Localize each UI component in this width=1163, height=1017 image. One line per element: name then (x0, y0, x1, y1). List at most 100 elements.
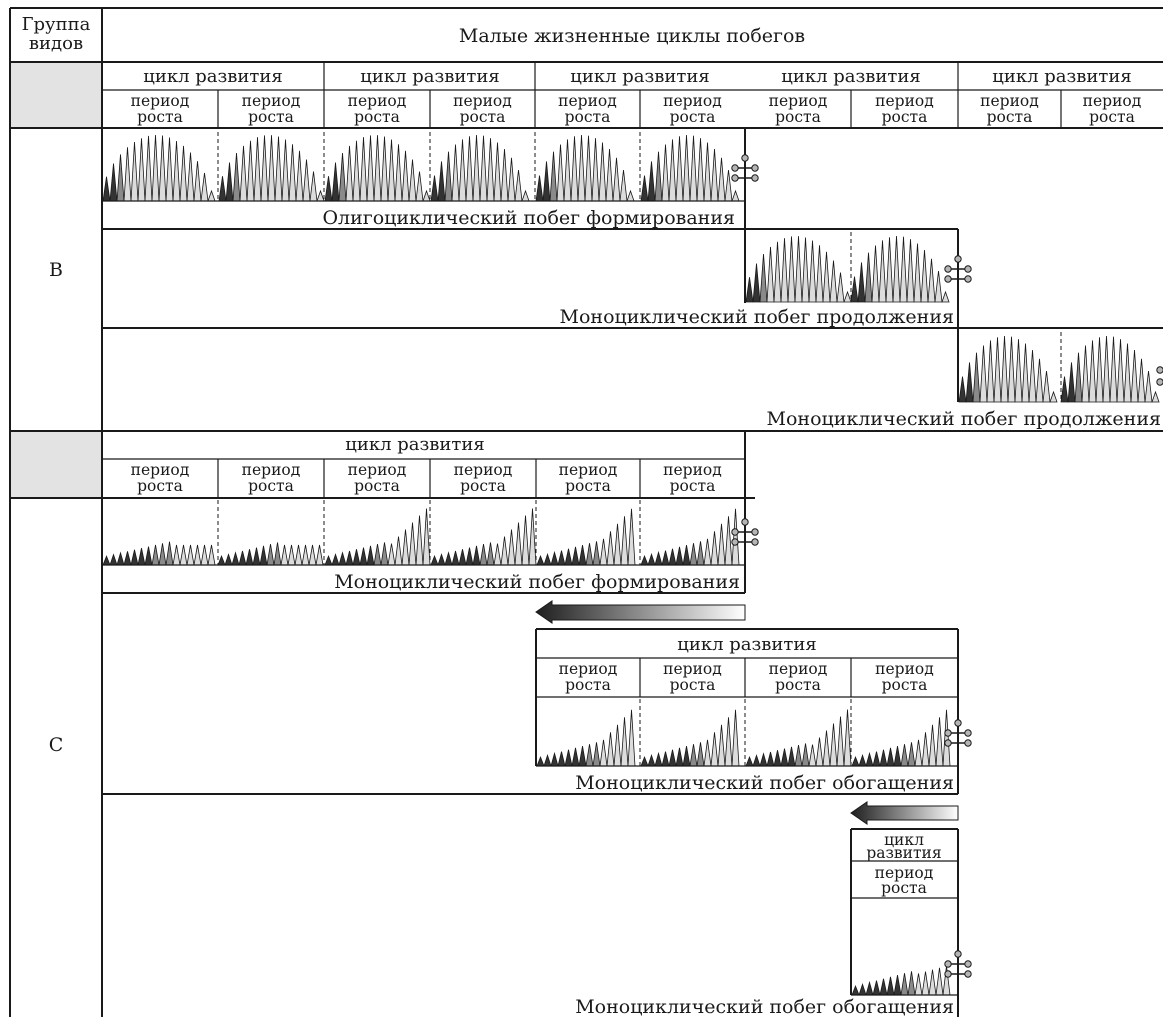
leaf-spike (717, 724, 726, 767)
group-label-c: С (49, 734, 64, 756)
leaf-spike (352, 140, 361, 202)
shoot-label-b2: Моноциклический побег продолжения (560, 306, 954, 328)
growth-period-label-line2: роста (565, 108, 611, 126)
left-arrow-icon (535, 600, 746, 624)
leaf-spike (682, 135, 691, 202)
leaf-spike (871, 245, 880, 303)
leaf-spike (661, 751, 670, 767)
leaf-spike (731, 508, 740, 566)
group-header-fill-c (10, 431, 102, 498)
leaf-spike (158, 543, 167, 566)
leaf-spike (599, 739, 608, 767)
leaf-spike (366, 135, 375, 202)
leaf-spike (207, 189, 216, 202)
leaf-spike (921, 732, 930, 767)
leaf-spike (288, 144, 297, 202)
leaf-spike (102, 555, 111, 566)
leaf-spike (612, 157, 621, 202)
growth-period-label-line1: период (875, 92, 934, 110)
leaf-spike (179, 145, 188, 202)
leaf-spike (158, 135, 167, 202)
leaf-spike (759, 752, 768, 767)
leaf-spike (224, 553, 233, 566)
leaf-spike (801, 743, 810, 767)
leaf-spike (1151, 390, 1160, 403)
leaf-spike (731, 189, 740, 202)
leaf-spike (913, 243, 922, 303)
growth-period-label-line1: период (131, 92, 190, 110)
main-title: Малые жизненные циклы побегов (459, 25, 805, 47)
leaf-spike (907, 742, 916, 767)
leaf-spike (1130, 349, 1139, 403)
shoot-label-c1: Моноциклический побег формирования (334, 571, 740, 593)
growth-period-label-line2: роста (775, 676, 821, 694)
leaf-spike (1109, 336, 1118, 403)
leaf-spike (1014, 339, 1023, 403)
leaf-spike (444, 551, 453, 566)
growth-period-label-line2: роста (354, 477, 400, 495)
leaf-spike (724, 717, 733, 767)
leaf-spike (331, 162, 340, 202)
leaf-spike (606, 531, 615, 566)
leaf-spike (387, 139, 396, 202)
leaf-spike (451, 144, 460, 202)
growth-period-label-line2: роста (460, 477, 506, 495)
leaf-spike (900, 973, 909, 996)
development-cycle-line1: цикл (884, 831, 924, 849)
leaf-spike (1102, 336, 1111, 403)
leaf-spike (850, 276, 859, 303)
leaf-spike (493, 142, 502, 202)
leaf-spike (808, 240, 817, 303)
leaf-spike (696, 742, 705, 767)
monocyclic-enrichment-shoot-plot (536, 699, 972, 767)
leaf-spike (267, 135, 276, 202)
leaf-spike (563, 139, 572, 202)
leaf-spike (302, 159, 311, 202)
leaf-spike (689, 135, 698, 202)
leaf-spike (836, 272, 845, 303)
leaf-spike (507, 157, 516, 202)
leaf-spike (620, 717, 629, 767)
leaf-spike (675, 546, 684, 566)
leaf-spike (465, 136, 474, 202)
leaf-spike (422, 189, 431, 202)
leaf-spike (1035, 358, 1044, 403)
leaf-spike (893, 745, 902, 767)
leaf-spike (822, 251, 831, 303)
leaf-spike (543, 753, 552, 767)
leaf-spike (1137, 358, 1146, 403)
leaf-spike (500, 148, 509, 202)
leaf-spike (557, 751, 566, 767)
growth-period-label-line2: роста (354, 108, 400, 126)
leaf-spike (137, 138, 146, 202)
leaf-spike (415, 515, 424, 566)
leaf-spike (200, 544, 209, 566)
leaf-spike (486, 542, 495, 566)
leaf-spike (879, 749, 888, 767)
leaf-spike (387, 543, 396, 566)
leaf-spike (885, 237, 894, 303)
leaf-spike (626, 189, 635, 202)
growth-period-label-line1: период (348, 461, 407, 479)
leaf-spike (620, 516, 629, 566)
leaf-spike (829, 260, 838, 303)
growth-period-label-line1: период (1083, 92, 1142, 110)
leaf-spike (571, 747, 580, 767)
leaf-spike (865, 751, 874, 767)
leaf-spike (914, 973, 923, 996)
growth-period-label-line1: период (980, 92, 1039, 110)
leaf-spike (696, 541, 705, 566)
leaf-spike (675, 136, 684, 202)
leaf-spike (308, 544, 317, 566)
leaf-spike (422, 508, 431, 566)
leaf-spike (345, 550, 354, 566)
leaf-spike (253, 137, 262, 202)
table-subgrid (102, 62, 1163, 899)
leaf-spike (599, 538, 608, 566)
leaf-spike (921, 971, 930, 996)
leaf-spike (598, 142, 607, 202)
leaf-spike (186, 544, 195, 566)
leaf-spike (430, 175, 439, 202)
leaf-spike (654, 550, 663, 566)
development-cycle-label: цикл развития (143, 66, 283, 87)
